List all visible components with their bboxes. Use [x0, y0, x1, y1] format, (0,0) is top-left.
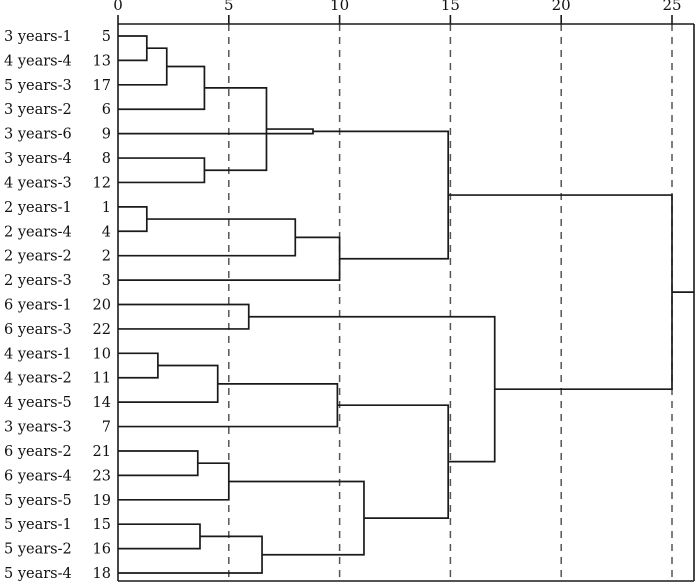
- leaf-name-label: 4 years-3: [4, 175, 72, 191]
- axis-tick-label: 25: [662, 0, 681, 14]
- leaf-name-label: 4 years-5: [4, 395, 72, 411]
- dendrogram-link: [337, 404, 450, 519]
- leaf-name-label: 3 years-1: [4, 29, 72, 45]
- leaf-name-label: 4 years-4: [4, 53, 72, 69]
- leaf-id-label: 3: [102, 273, 111, 289]
- leaf-name-label: 6 years-1: [4, 298, 72, 314]
- leaf-name-label: 6 years-2: [4, 444, 72, 460]
- dendrogram-links: [118, 35, 694, 574]
- dendrogram-link: [118, 35, 148, 62]
- dendrogram-link: [118, 523, 201, 550]
- leaf-name-label: 5 years-3: [4, 78, 72, 94]
- leaf-name-label: 2 years-1: [4, 200, 72, 216]
- leaf-id-label: 13: [93, 53, 111, 69]
- leaf-name-label: 6 years-3: [4, 322, 72, 338]
- dendrogram-link: [118, 218, 297, 257]
- leaf-id-label: 12: [93, 175, 111, 191]
- dendrogram-link: [118, 352, 159, 379]
- leaf-id-label: 19: [93, 493, 111, 509]
- axis-tick-label: 10: [330, 0, 349, 14]
- leaf-name-label: 3 years-6: [4, 127, 72, 143]
- leaf-name-label: 5 years-5: [4, 493, 72, 509]
- dendrogram-link: [118, 128, 314, 135]
- leaf-name-label: 3 years-2: [4, 102, 72, 118]
- dendrogram-link: [118, 535, 263, 574]
- leaf-name-label: 2 years-2: [4, 249, 72, 265]
- axis: 0 5 10 15 20 25: [113, 0, 695, 582]
- leaf-id-label: 21: [93, 444, 111, 460]
- leaf-id-label: 9: [102, 127, 111, 143]
- leaf-id-label: 6: [102, 102, 111, 118]
- leaf-id-label: 18: [93, 566, 111, 582]
- leaf-id-label: 15: [93, 517, 111, 533]
- dendrogram-link: [204, 87, 268, 172]
- leaf-id-label: 7: [102, 420, 111, 436]
- leaf-name-label: 5 years-2: [4, 542, 72, 558]
- leaf-id-label: 23: [93, 468, 111, 484]
- leaf-id-label: 1: [102, 200, 111, 216]
- leaf-id-label: 10: [93, 346, 111, 362]
- dendrogram-link: [313, 130, 450, 260]
- dendrogram-link: [118, 364, 219, 403]
- axis-tick-label: 15: [441, 0, 460, 14]
- leaf-name-label: 4 years-2: [4, 371, 72, 387]
- dendrogram-link: [118, 382, 339, 428]
- dendrogram-link: [118, 65, 206, 111]
- axis-tick-label: 0: [113, 0, 123, 14]
- leaf-id-label: 8: [102, 151, 111, 167]
- dendrogram-link: [118, 47, 168, 86]
- leaf-name-label: 3 years-4: [4, 151, 72, 167]
- dendrogram-link: [118, 206, 148, 233]
- leaf-id-label: 17: [93, 78, 111, 94]
- leaf-name-label: 3 years-3: [4, 420, 72, 436]
- dendrogram-link: [118, 450, 199, 477]
- leaf-id-label: 14: [93, 395, 111, 411]
- dendrogram-link: [118, 462, 230, 501]
- leaf-id-label: 11: [93, 371, 111, 387]
- leaf-id-label: 4: [102, 224, 111, 240]
- leaf-name-label: 6 years-4: [4, 468, 72, 484]
- grid-lines: [228, 24, 673, 581]
- dendrogram-link: [448, 194, 673, 391]
- dendrogram-link: [118, 157, 206, 184]
- leaf-name-label: 2 years-4: [4, 224, 72, 240]
- leaf-id-label: 2: [102, 249, 111, 265]
- leaf-name-label: 2 years-3: [4, 273, 72, 289]
- leaf-id-label: 22: [93, 322, 111, 338]
- axis-tick-label: 5: [224, 0, 234, 14]
- axis-tick-label: 20: [552, 0, 571, 14]
- dendrogram-link: [248, 315, 496, 463]
- leaf-id-label: 5: [102, 29, 111, 45]
- leaf-name-label: 5 years-4: [4, 566, 72, 582]
- leaf-name-label: 4 years-1: [4, 346, 72, 362]
- leaf-id-label: 16: [93, 542, 111, 558]
- leaf-name-label: 5 years-1: [4, 517, 72, 533]
- leaf-id-label: 20: [93, 298, 111, 314]
- dendrogram-link: [228, 480, 365, 556]
